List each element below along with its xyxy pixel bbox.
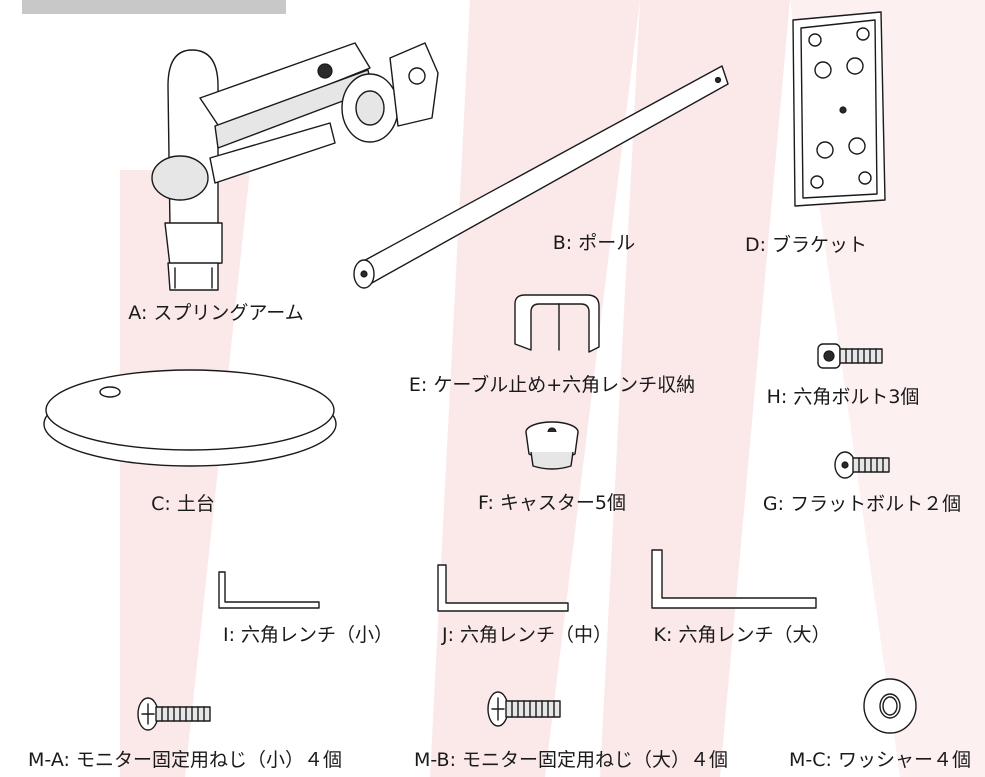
bracket-image bbox=[792, 11, 886, 207]
corner-bar bbox=[22, 0, 286, 14]
label-monitor-screw-large: M-B: モニター固定用ねじ（大）４個 bbox=[413, 749, 729, 771]
label-flat-bolt: G: フラットボルト２個 bbox=[762, 493, 962, 515]
spring-arm-image bbox=[151, 42, 439, 291]
hex-wrench-large-image bbox=[651, 549, 817, 609]
cable-clip-image bbox=[514, 294, 600, 353]
watermark-stroke-right bbox=[600, 0, 790, 777]
watermark-stroke-left bbox=[120, 170, 250, 777]
label-washer: M-C: ワッシャー４個 bbox=[789, 749, 971, 771]
label-base: C: 土台 bbox=[151, 493, 215, 515]
label-hex-wrench-small: I: 六角レンチ（小） bbox=[222, 624, 394, 646]
hex-wrench-medium-image bbox=[437, 564, 569, 612]
label-caster: F: キャスター5個 bbox=[478, 492, 626, 514]
label-cable-clip: E: ケーブル止め+六角レンチ収納 bbox=[408, 374, 696, 396]
pole-image bbox=[353, 65, 729, 289]
label-hex-wrench-medium: J: 六角レンチ（中） bbox=[441, 624, 613, 646]
label-hex-bolt: H: 六角ボルト3個 bbox=[766, 386, 920, 408]
label-hex-wrench-large: K: 六角レンチ（大） bbox=[653, 624, 831, 646]
label-pole: B: ポール bbox=[552, 232, 636, 254]
flat-bolt-image bbox=[834, 451, 890, 479]
label-monitor-screw-small: M-A: モニター固定用ねじ（小）４個 bbox=[28, 749, 342, 771]
caster-image bbox=[525, 421, 579, 470]
washer-image bbox=[863, 678, 917, 734]
base-image bbox=[43, 369, 337, 467]
hex-bolt-image bbox=[817, 343, 883, 369]
monitor-screw-large-image bbox=[487, 691, 561, 727]
monitor-screw-small-image bbox=[137, 697, 211, 731]
hex-wrench-small-image bbox=[218, 571, 320, 609]
label-bracket: D: ブラケット bbox=[744, 234, 868, 256]
watermark-stroke-mid bbox=[430, 0, 640, 777]
label-spring-arm: A: スプリングアーム bbox=[128, 302, 304, 324]
